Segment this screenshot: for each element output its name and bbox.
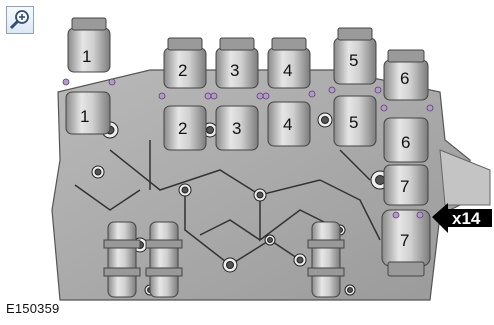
solenoid-5 [333,27,377,147]
callout-x14: x14 [432,203,492,233]
solenoid-6 [383,49,429,163]
label-bottom-6: 6 [401,133,410,152]
label-top-2: 2 [178,61,187,80]
label-bottom-4: 4 [283,115,292,134]
spool-valve-right [307,221,345,298]
label-bottom-7a: 7 [400,177,409,196]
fluid-passages [74,140,381,266]
solenoid-2 [163,37,207,151]
label-top-1: 1 [82,47,91,66]
solenoid-3 [215,37,259,151]
label-bottom-1: 1 [80,107,89,126]
label-bottom-5: 5 [349,113,358,132]
solenoid-1 [65,17,111,135]
callout-label: x14 [452,209,481,228]
label-bottom-3: 3 [232,119,241,138]
spool-valve-middle [145,221,183,298]
label-top-5: 5 [349,51,358,70]
solenoid-number-labels: 1 2 3 4 5 6 1 2 3 4 5 6 7 7 [80,47,410,250]
zoom-in-button[interactable] [6,6,34,34]
spool-valve-left [103,221,141,298]
label-top-4: 4 [283,61,292,80]
zoom-in-icon [9,10,29,30]
label-top-6: 6 [400,69,409,88]
side-bracket [439,149,491,206]
label-bottom-7b: 7 [400,231,409,250]
label-top-3: 3 [230,61,239,80]
solenoid-7 [381,164,431,277]
retaining-bolts [62,78,434,219]
solenoid-4 [267,37,311,147]
label-bottom-2: 2 [178,119,187,138]
figure-id: E150359 [6,301,60,316]
